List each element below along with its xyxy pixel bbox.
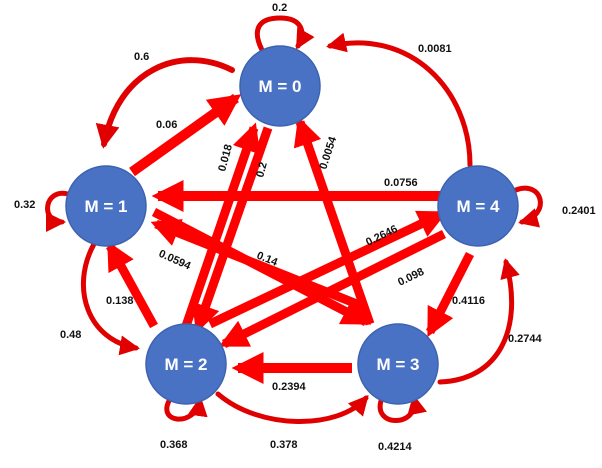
edge-m2-m2 (164, 393, 208, 422)
edge-m4-m2 (218, 229, 447, 349)
edge-m1-m2 (80, 241, 140, 356)
node-m2: M = 2 (145, 323, 227, 405)
edge-m3-m0 (293, 116, 375, 326)
edge-m2-m1 (106, 240, 158, 329)
label-m1-m0: 0.06 (156, 119, 177, 131)
edge-m0-m0 (255, 15, 315, 53)
node-m0: M = 0 (239, 45, 321, 127)
edge-m1-m1 (45, 190, 71, 232)
node-m1: M = 1 (65, 165, 147, 247)
label-m3-m3: 0.4214 (378, 441, 413, 453)
label-m0-m1: 0.6 (134, 51, 149, 63)
node-m4: M = 4 (437, 165, 519, 247)
node-m2-circle (145, 323, 227, 405)
node-m4-circle (437, 165, 519, 247)
node-m1-label: M = 1 (85, 197, 128, 216)
edge-m2-m4 (208, 209, 448, 329)
label-m4-m4: 0.2401 (562, 205, 596, 217)
edge-m4-m0 (326, 32, 473, 168)
label-m2-m3: 0.378 (270, 439, 298, 451)
label-m3-m2: 0.2394 (272, 381, 307, 393)
node-m0-label: M = 0 (259, 77, 302, 96)
edge-m1-m0 (129, 93, 242, 177)
edge-m0-m1 (95, 57, 235, 149)
node-m0-circle (239, 45, 321, 127)
edge-m3-m3 (377, 394, 427, 423)
label-m3-m4-outer: 0.2744 (508, 333, 543, 345)
label-m2-m1: 0.138 (106, 295, 134, 307)
label-m0-m2: 0.2 (254, 161, 270, 179)
edge-m2-m3 (215, 391, 369, 424)
label-m4-m3: 0.4116 (452, 295, 485, 307)
node-m3-circle (357, 323, 439, 405)
label-m1-m1: 0.32 (14, 199, 35, 211)
node-m3: M = 3 (357, 323, 439, 405)
node-m2-label: M = 2 (165, 355, 208, 374)
label-m0-m0: 0.2 (272, 2, 287, 14)
label-m2-m0: 0.018 (216, 143, 235, 173)
node-m4-label: M = 4 (457, 197, 501, 216)
label-m3-m0: 0.0054 (317, 134, 339, 171)
label-m1-m2: 0.48 (60, 329, 81, 341)
edge-m3-m4-outer (437, 258, 520, 385)
node-m1-circle (65, 165, 147, 247)
label-m3-m4: 0.098 (396, 266, 426, 289)
edge-m4-m4 (513, 185, 543, 228)
label-m4-m0: 0.0081 (418, 43, 452, 55)
edge-m4-m3 (425, 251, 475, 338)
edge-m0-m2 (192, 126, 273, 334)
edge-m2-m0 (181, 122, 261, 328)
label-m4-m1: 0.0756 (384, 177, 418, 189)
label-m1-m3: 0.0594 (157, 248, 193, 273)
label-m2-m2: 0.368 (160, 439, 188, 451)
node-m3-label: M = 3 (377, 355, 420, 374)
